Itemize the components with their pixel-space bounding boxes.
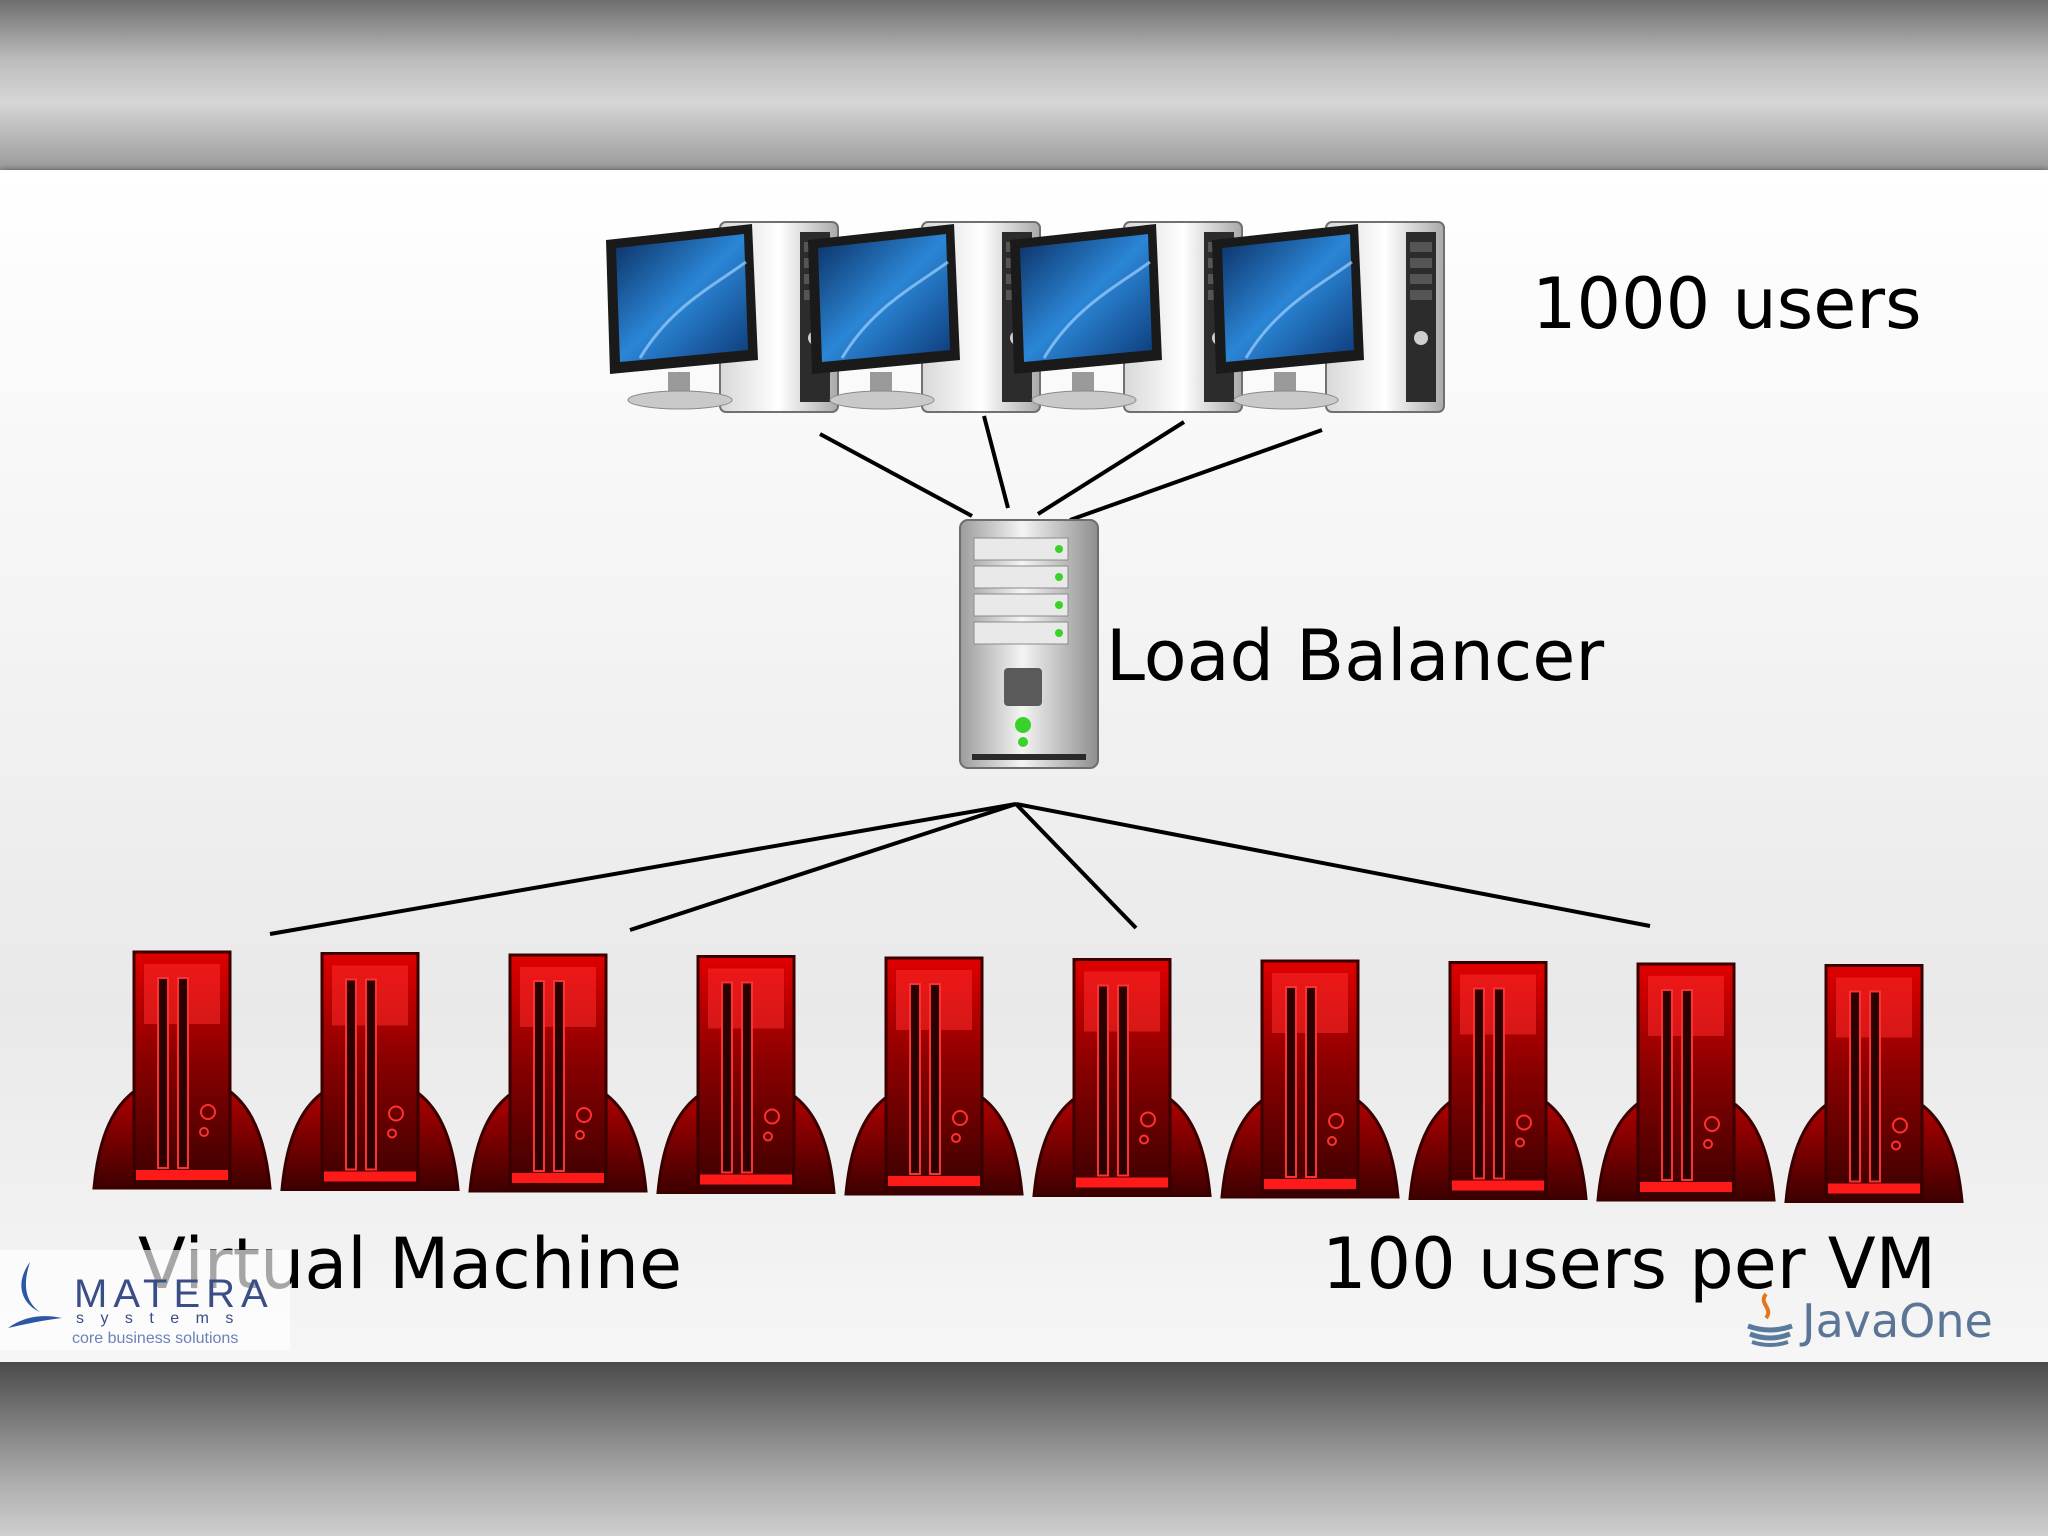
- java-cup-icon: [1747, 1292, 1793, 1347]
- edge-lb-to-vm-1: [269, 802, 1017, 936]
- edge-client-1-to-lb: [819, 432, 973, 518]
- virtual-machine-3-icon: [468, 953, 648, 1193]
- javaone-logo: JavaOne: [1740, 1290, 2030, 1350]
- client-computer-3-icon: [1010, 221, 1243, 413]
- virtual-machine-8-icon: [1408, 961, 1588, 1200]
- virtual-machine-9-icon: [1596, 962, 1776, 1202]
- virtual-machine-1-icon: [92, 950, 272, 1190]
- client-computers: [606, 221, 1445, 413]
- virtual-machine-10-icon: [1784, 964, 1964, 1203]
- label-users-per-vm: 100 users per VM: [1322, 1223, 1936, 1305]
- client-computer-4-icon: [1212, 221, 1445, 413]
- virtual-machine-2-icon: [280, 952, 460, 1191]
- virtual-machine-6-icon: [1032, 958, 1212, 1197]
- matera-tagline: core business solutions: [72, 1330, 239, 1347]
- top-frame-band: [0, 0, 2048, 170]
- matera-logo: MATERA s y s t e m s core business solut…: [0, 1250, 290, 1350]
- matera-sub: s y s t e m s: [76, 1310, 240, 1327]
- edge-client-2-to-lb: [982, 415, 1010, 509]
- edge-client-3-to-lb: [1036, 420, 1186, 516]
- virtual-machine-4-icon: [656, 955, 836, 1194]
- bottom-frame-band: [0, 1362, 2048, 1536]
- label-1000-users: 1000 users: [1532, 263, 1922, 345]
- matera-swoosh-icon: [8, 1262, 62, 1328]
- matera-name: MATERA: [74, 1272, 274, 1316]
- connection-lines: [269, 415, 1651, 936]
- client-computer-1-icon: [606, 221, 839, 413]
- javaone-wordmark: JavaOne: [1802, 1294, 1993, 1348]
- virtual-machine-5-icon: [844, 956, 1024, 1196]
- edge-client-4-to-lb: [1069, 428, 1323, 522]
- virtual-machine-7-icon: [1220, 959, 1400, 1199]
- client-computer-2-icon: [808, 221, 1041, 413]
- edge-lb-to-vm-9: [1015, 802, 1651, 928]
- edge-lb-to-vm-6: [1014, 802, 1138, 930]
- load-balancer-server-icon: [959, 519, 1099, 769]
- virtual-machine-row: [92, 950, 1964, 1203]
- edge-lb-to-vm-3: [629, 802, 1017, 932]
- label-load-balancer: Load Balancer: [1106, 615, 1604, 697]
